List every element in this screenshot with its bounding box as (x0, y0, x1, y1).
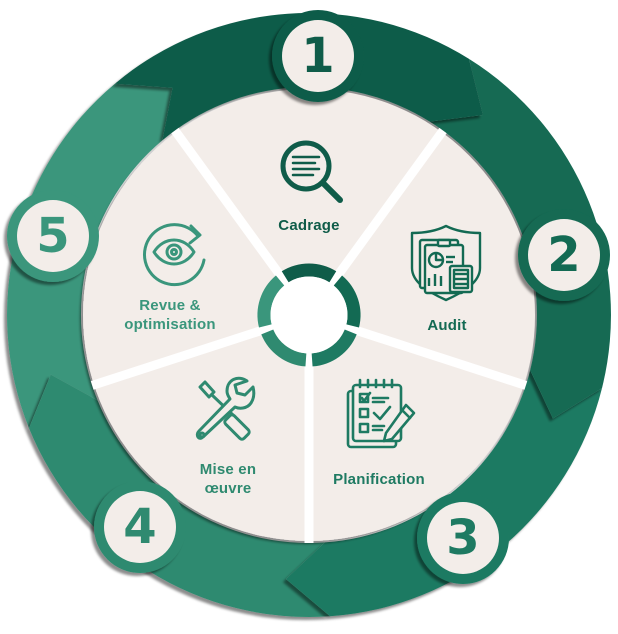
step-5-label-line2: optimisation (124, 316, 216, 333)
step-5-label: Revue & optimisation (124, 296, 216, 334)
step-5-number: 5 (36, 208, 70, 264)
step-4-label-line1: Mise en (199, 461, 257, 478)
eye-refresh-icon (143, 223, 206, 287)
step-1-number: 1 (301, 28, 335, 84)
step-2-label: Audit (427, 317, 467, 334)
arrow-segment-step-2 (429, 58, 611, 419)
step-3-label: Planification (333, 471, 425, 488)
center-hub (257, 263, 361, 367)
step-4-number: 4 (123, 499, 157, 555)
audit-clipboard-shield-icon (410, 224, 482, 302)
arrow-segment-step-5 (7, 83, 173, 429)
step-icons (143, 140, 482, 449)
magnifier-document-icon (280, 140, 343, 203)
wrench-screwdriver-icon (195, 376, 256, 441)
arrow-segment-step-4 (29, 374, 331, 618)
checklist-pencil-icon (346, 378, 416, 449)
step-4-label: Mise en œuvre (200, 460, 256, 498)
step-4-label-line2: œuvre (204, 480, 252, 497)
step-5-label-line1: Revue & (139, 297, 201, 314)
number-badges (7, 10, 610, 584)
step-2-number: 2 (547, 227, 581, 283)
step-3-number: 3 (446, 510, 480, 566)
step-1-label: Cadrage (278, 217, 340, 234)
arrow-segment-step-3 (285, 370, 602, 617)
